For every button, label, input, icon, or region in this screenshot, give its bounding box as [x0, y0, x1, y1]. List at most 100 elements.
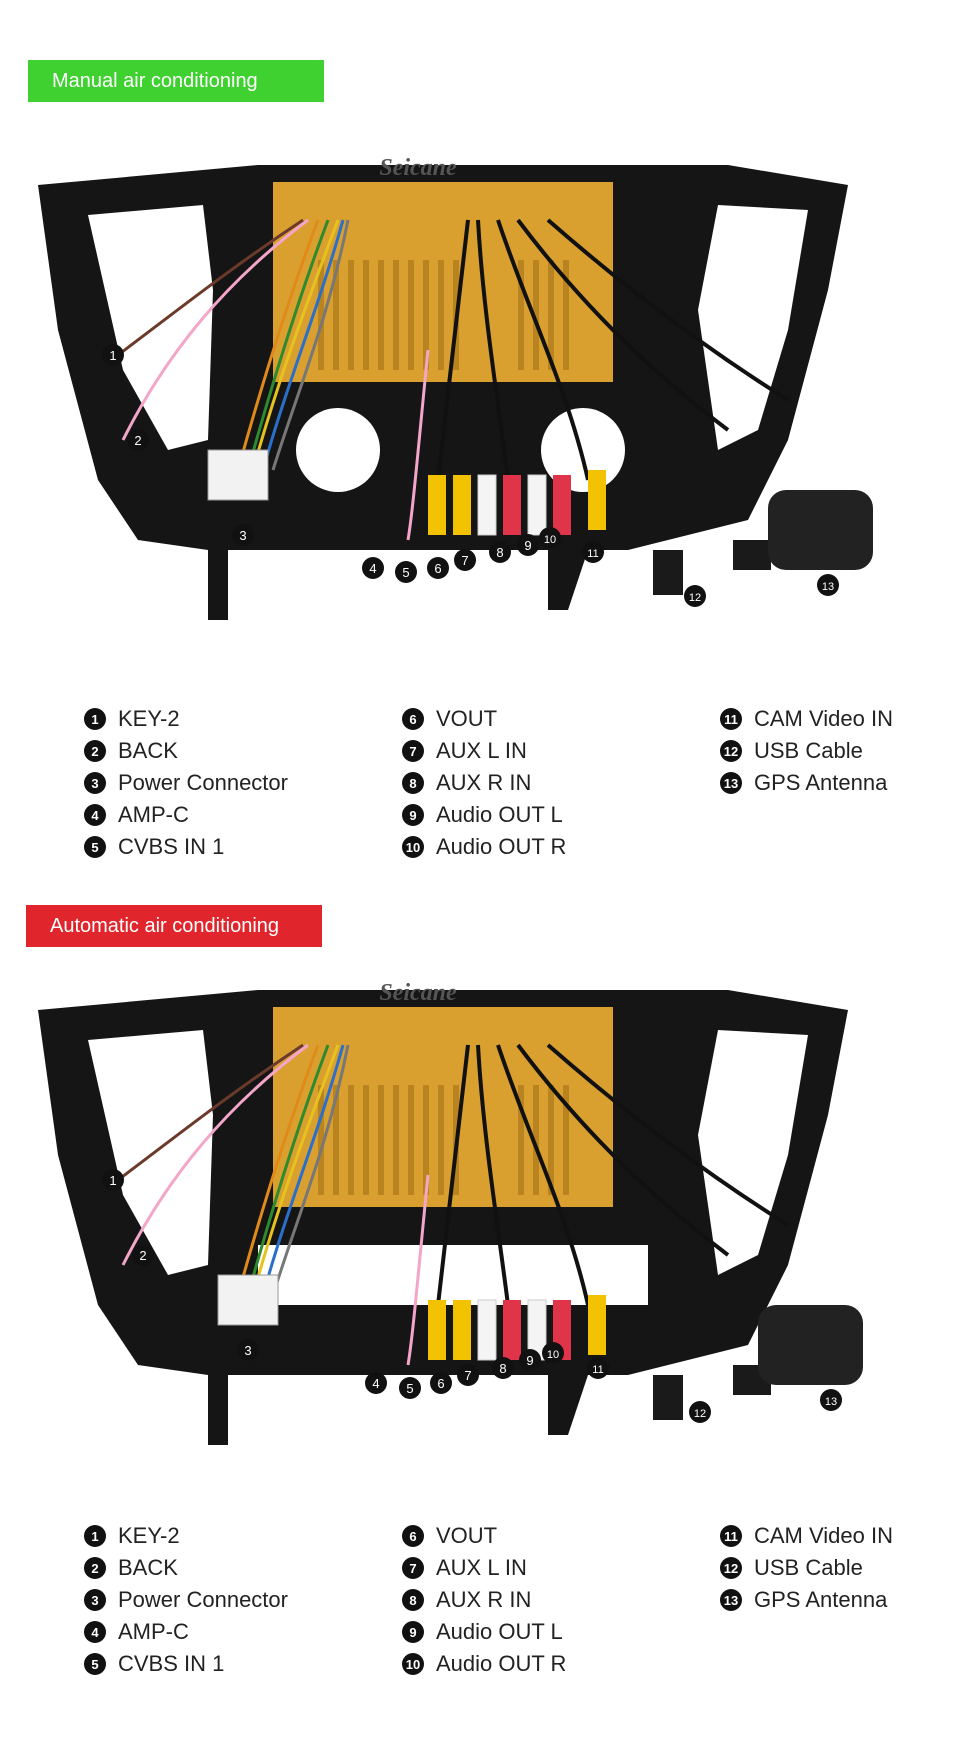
legend-number: 2	[84, 740, 106, 762]
legend-number: 4	[84, 804, 106, 826]
manual-wiring-diagram: Seicane	[28, 150, 958, 710]
legend-label: Audio OUT L	[436, 802, 563, 827]
legend-label: CVBS IN 1	[118, 1651, 225, 1676]
legend-number: 5	[84, 1653, 106, 1675]
legend-number: 1	[84, 1525, 106, 1547]
usb-plug-2	[733, 540, 771, 570]
legend-item: 4 AMP-C	[84, 799, 288, 831]
legend-number: 10	[402, 1653, 424, 1675]
callout-4: 4	[365, 1372, 387, 1394]
brand-logo: Seicane	[379, 155, 457, 181]
legend-label: AUX R IN	[436, 770, 532, 795]
legend-number: 2	[84, 1557, 106, 1579]
legend-label: KEY-2	[118, 706, 180, 731]
callout-13: 13	[820, 1389, 842, 1411]
legend-number: 8	[402, 772, 424, 794]
manual-wiring-svg: Seicane	[38, 155, 873, 620]
svg-text:13: 13	[822, 581, 834, 593]
svg-text:13: 13	[825, 1396, 837, 1408]
legend-label: Audio OUT R	[436, 834, 567, 859]
manual-ac-banner: Manual air conditioning	[28, 60, 324, 102]
legend-number: 1	[84, 708, 106, 730]
legend-number: 6	[402, 708, 424, 730]
svg-text:12: 12	[689, 592, 701, 604]
legend-label: VOUT	[436, 1523, 498, 1548]
usb-plug-1	[653, 550, 683, 595]
auto-ac-title: Automatic air conditioning	[50, 914, 280, 937]
legend-number: 10	[402, 836, 424, 858]
callout-2: 2	[132, 1244, 154, 1266]
svg-text:2: 2	[139, 1248, 146, 1263]
legend-label: GPS Antenna	[754, 770, 888, 795]
callout-5: 5	[399, 1377, 421, 1399]
legend-label: Audio OUT R	[436, 1651, 567, 1676]
legend-number: 9	[402, 1621, 424, 1643]
svg-text:11: 11	[587, 548, 598, 560]
brand-logo: Seicane	[379, 980, 457, 1006]
callout-9: 9	[519, 1349, 541, 1371]
svg-text:4: 4	[369, 561, 376, 576]
callout-6: 6	[430, 1372, 452, 1394]
legend-label: Power Connector	[118, 770, 288, 795]
gps-antenna	[768, 490, 873, 570]
svg-text:8: 8	[499, 1361, 506, 1376]
svg-text:8: 8	[496, 545, 503, 560]
callout-10: 10	[542, 1342, 564, 1364]
callout-5: 5	[395, 561, 417, 583]
legend-label: AUX L IN	[436, 1555, 527, 1580]
legend-item: 7 AUX L IN	[402, 1552, 566, 1584]
legend-number: 12	[720, 1557, 742, 1579]
callout-2: 2	[127, 429, 149, 451]
power-connector-plug	[207, 449, 269, 501]
auto-wiring-svg: Seicane 1	[38, 980, 863, 1445]
svg-text:9: 9	[524, 538, 531, 553]
callout-1: 1	[102, 1169, 124, 1191]
legend-label: AUX L IN	[436, 738, 527, 763]
legend-label: KEY-2	[118, 1523, 180, 1548]
legend-number: 3	[84, 1589, 106, 1611]
svg-text:9: 9	[526, 1353, 533, 1368]
svg-text:5: 5	[406, 1381, 413, 1396]
legend-number: 5	[84, 836, 106, 858]
legend-number: 13	[720, 1589, 742, 1611]
legend-number: 11	[720, 708, 742, 730]
legend-label: CAM Video IN	[754, 1523, 893, 1548]
svg-text:3: 3	[239, 528, 246, 543]
svg-text:5: 5	[402, 565, 409, 580]
legend-label: AMP-C	[118, 1619, 189, 1644]
callout-11: 11	[587, 1357, 609, 1379]
legend-number: 6	[402, 1525, 424, 1547]
callout-1: 1	[102, 344, 124, 366]
legend-number: 7	[402, 1557, 424, 1579]
callout-8: 8	[492, 1357, 514, 1379]
legend-item: 1 KEY-2	[84, 1520, 288, 1552]
legend-label: USB Cable	[754, 738, 863, 763]
callout-9: 9	[517, 534, 539, 556]
callout-7: 7	[457, 1364, 479, 1386]
legend-label: AMP-C	[118, 802, 189, 827]
svg-text:11: 11	[592, 1364, 603, 1376]
legend-label: GPS Antenna	[754, 1587, 888, 1612]
callout-6: 6	[427, 557, 449, 579]
callout-12: 12	[684, 585, 706, 607]
legend-number: 11	[720, 1525, 742, 1547]
svg-text:4: 4	[372, 1376, 379, 1391]
rca-plugs	[428, 470, 606, 536]
legend-label: Audio OUT L	[436, 1619, 563, 1644]
callout-3: 3	[237, 1339, 259, 1361]
svg-text:12: 12	[694, 1408, 706, 1420]
legend-number: 7	[402, 740, 424, 762]
legend-label: AUX R IN	[436, 1587, 532, 1612]
